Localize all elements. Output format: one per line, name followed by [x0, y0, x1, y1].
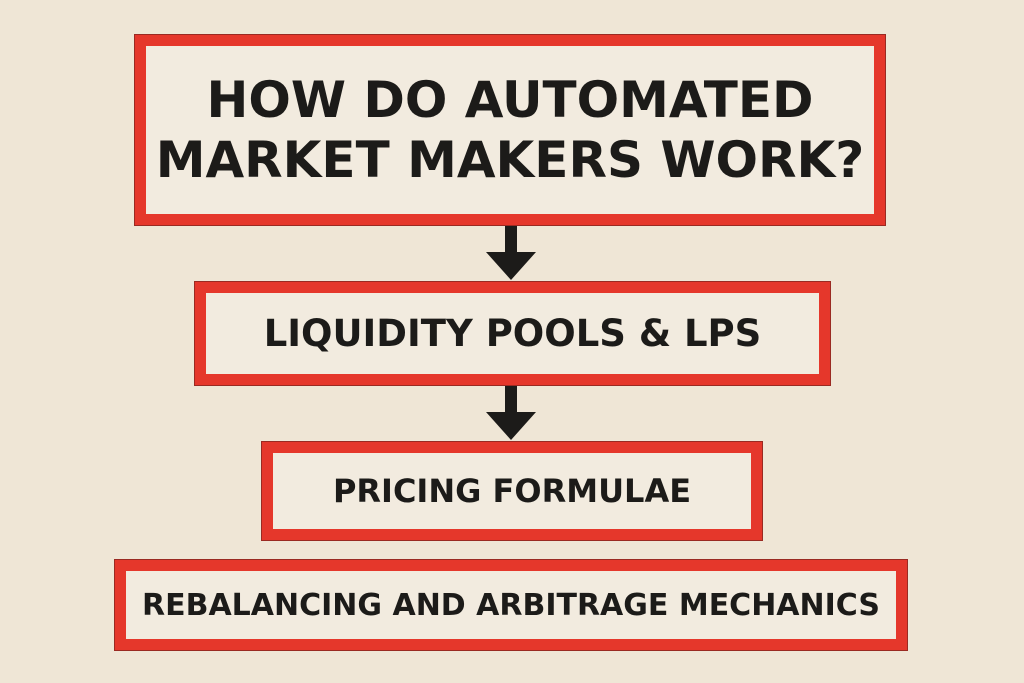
down-arrow-icon — [486, 386, 536, 442]
step-box-pricing-formulae: PRICING FORMULAE — [262, 442, 762, 540]
title-box: HOW DO AUTOMATED MARKET MAKERS WORK? — [135, 35, 885, 225]
step-box-liquidity-pools: LIQUIDITY POOLS & LPS — [195, 282, 830, 385]
down-arrow-icon — [486, 226, 536, 282]
step-label: LIQUIDITY POOLS & LPS — [263, 312, 762, 355]
step-label: PRICING FORMULAE — [332, 472, 692, 510]
title-line-1: HOW DO AUTOMATED — [206, 71, 814, 129]
step-label: REBALANCING AND ARBITRAGE MECHANICS — [142, 587, 880, 623]
title-line-2: MARKET MAKERS WORK? — [155, 131, 865, 189]
step-box-rebalancing: REBALANCING AND ARBITRAGE MECHANICS — [115, 560, 907, 650]
